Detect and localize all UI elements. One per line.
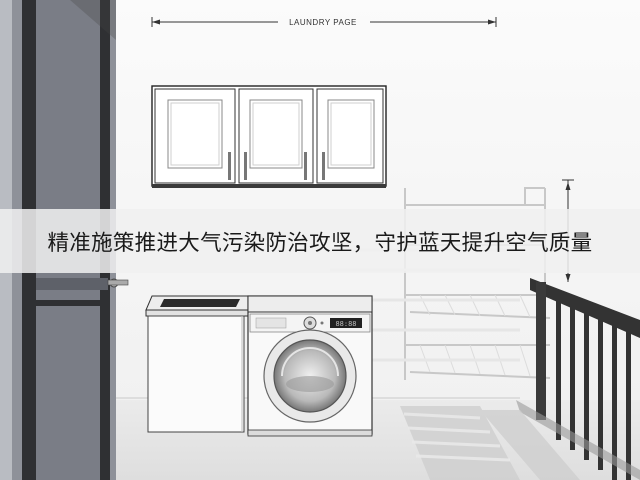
washing-machine: 88:88: [247, 295, 373, 437]
caption-banner: 精准施策推进大气污染防治攻坚，守护蓝天提升空气质量: [0, 209, 640, 273]
balcony-railing: [516, 278, 640, 480]
detergent-drawer: [255, 317, 287, 329]
door-lower-panel: [36, 306, 100, 480]
banner-text: 精准施策推进大气污染防治攻坚，守护蓝天提升空气质量: [47, 230, 593, 256]
washer-display: [330, 318, 362, 328]
washer-display-text: 88:88: [335, 320, 356, 328]
sink-basin: [160, 299, 240, 307]
cabinet-handle-3: [304, 152, 307, 180]
wall-cabinets: [151, 85, 387, 188]
cabinet-handle-1: [228, 152, 231, 180]
cabinet-handle-4: [322, 152, 325, 180]
utility-sink-cabinet: [145, 295, 253, 433]
dimension-line-top: LAUNDRY PAGE: [151, 16, 497, 28]
cabinet-door-2: [238, 88, 314, 184]
cabinet-handle-2: [244, 152, 247, 180]
dimension-label: LAUNDRY PAGE: [289, 18, 357, 27]
